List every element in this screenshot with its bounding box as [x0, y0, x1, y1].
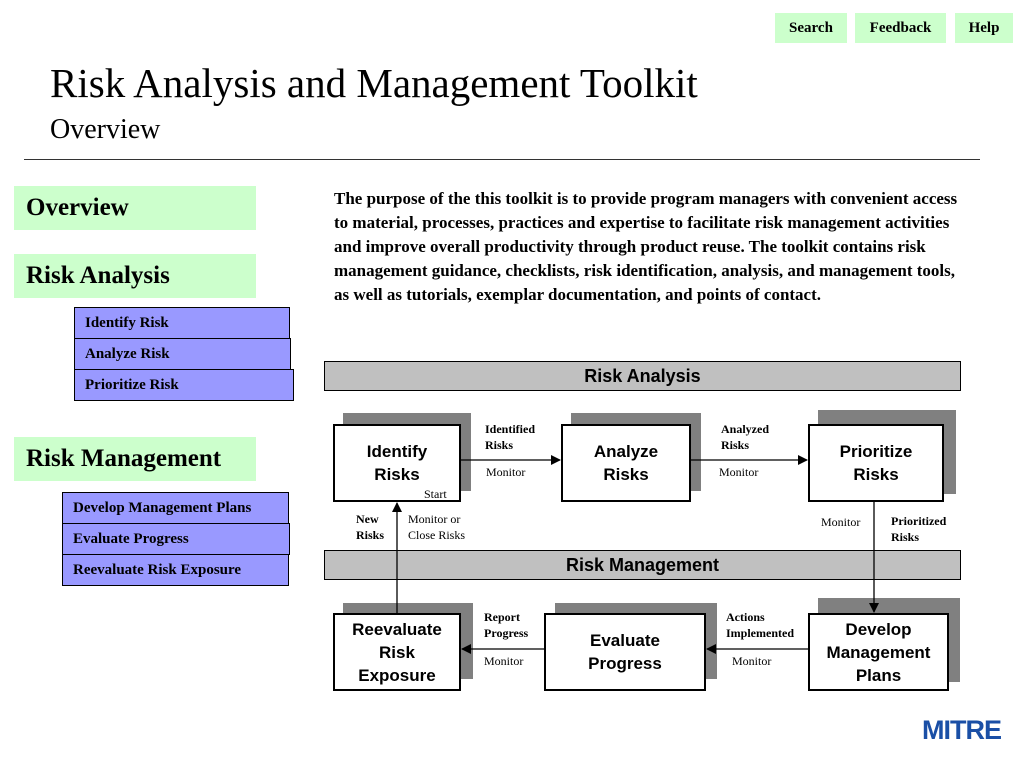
header-divider: [24, 159, 980, 160]
label-monitor-4: Monitor: [484, 654, 524, 668]
label-monitor-3: Monitor: [821, 515, 861, 529]
label-monitor-5: Monitor: [732, 654, 772, 668]
risk-management-bar: Risk Management: [324, 550, 961, 580]
label-monitor-1: Monitor: [486, 465, 526, 479]
prioritize-risks-box[interactable]: Prioritize Risks: [808, 424, 944, 502]
nav-risk-analysis[interactable]: Risk Analysis: [14, 254, 256, 298]
identify-risks-box[interactable]: Identify Risks: [333, 424, 461, 502]
page-title: Risk Analysis and Management Toolkit: [50, 60, 698, 106]
analyze-risks-box[interactable]: Analyze Risks: [561, 424, 691, 502]
reevaluate-risk-exposure-box[interactable]: Reevaluate Risk Exposure: [333, 613, 461, 691]
label-prioritized-risks: Prioritized Risks: [891, 514, 947, 544]
nav-analyze-risk[interactable]: Analyze Risk: [74, 338, 291, 370]
nav-prioritize-risk[interactable]: Prioritize Risk: [74, 369, 294, 401]
mitre-logo: MITRE: [922, 715, 1002, 745]
label-new-risks: New Risks: [356, 512, 385, 542]
nav-evaluate-progress[interactable]: Evaluate Progress: [62, 523, 290, 555]
nav-overview[interactable]: Overview: [14, 186, 256, 230]
evaluate-progress-box[interactable]: Evaluate Progress: [544, 613, 706, 691]
label-report-progress: Report Progress: [484, 610, 529, 640]
nav-risk-management[interactable]: Risk Management: [14, 437, 256, 481]
nav-identify-risk[interactable]: Identify Risk: [74, 307, 290, 339]
label-actions-implemented: Actions Implemented: [726, 610, 794, 640]
label-identified-risks: Identified Risks: [485, 422, 536, 452]
label-monitor-or-close: Monitor or Close Risks: [408, 512, 466, 542]
toolkit-description: The purpose of the this toolkit is to pr…: [334, 189, 958, 304]
feedback-button[interactable]: Feedback: [855, 13, 946, 43]
label-analyzed-risks: Analyzed Risks: [721, 422, 769, 452]
help-button[interactable]: Help: [955, 13, 1013, 43]
search-button[interactable]: Search: [775, 13, 847, 43]
page-subtitle: Overview: [50, 114, 161, 145]
develop-management-plans-box[interactable]: Develop Management Plans: [808, 613, 949, 691]
label-start: Start: [424, 487, 447, 501]
label-monitor-2: Monitor: [719, 465, 759, 479]
risk-analysis-bar: Risk Analysis: [324, 361, 961, 391]
nav-reevaluate-risk-exposure[interactable]: Reevaluate Risk Exposure: [62, 554, 289, 586]
